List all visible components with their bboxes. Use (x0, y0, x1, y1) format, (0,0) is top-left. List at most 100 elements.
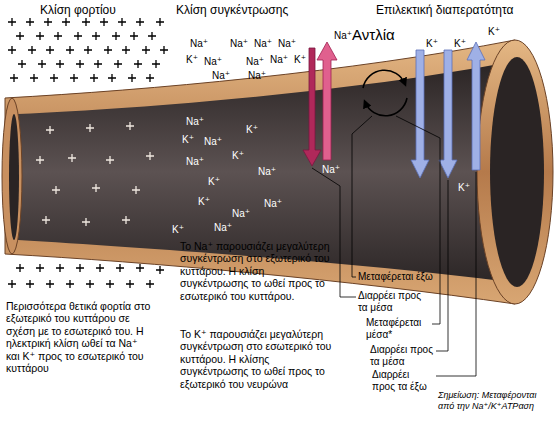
charge-plus (30, 74, 38, 82)
charge-plus (26, 280, 34, 288)
charge-plus (52, 186, 60, 194)
charge-plus (126, 280, 134, 288)
ion-label: Na⁺ (214, 222, 232, 234)
ion-label: K⁺ (186, 54, 198, 66)
callout-label: Διαρρέει προς τα μέσα (370, 344, 434, 368)
charge-plus (38, 60, 46, 68)
ion-label: K⁺ (182, 134, 194, 146)
ion-label: Na⁺ (248, 70, 266, 82)
charge-plus (152, 60, 160, 68)
description-text: Το K⁺ παρουσιάζει μεγαλύτερη συγκέντρωση… (180, 328, 335, 390)
sodium-channel-arrows (303, 42, 337, 166)
charge-plus (44, 18, 52, 26)
charge-plus (10, 74, 18, 82)
callout-label: Μεταφέρεται έξω (358, 271, 433, 283)
charge-plus (148, 32, 156, 40)
charge-plus (122, 216, 130, 224)
charge-plus (86, 280, 94, 288)
potassium-channel-arrows (411, 42, 485, 178)
sodium-in-arrow (303, 48, 321, 166)
charge-plus (134, 60, 142, 68)
charge-plus (136, 18, 144, 26)
sodium-out-arrow (317, 42, 337, 160)
charge-plus (114, 60, 122, 68)
charge-plus (90, 74, 98, 82)
ion-label: K⁺ (198, 196, 210, 208)
charge-plus (18, 60, 26, 68)
charge-plus (104, 46, 112, 54)
charge-plus (108, 74, 116, 82)
charge-plus (76, 264, 84, 272)
charge-plus (156, 18, 164, 26)
charge-plus (116, 264, 124, 272)
leader-line (352, 116, 372, 277)
charge-plus (112, 32, 120, 40)
charge-plus (146, 152, 154, 160)
charge-plus (46, 46, 54, 54)
charge-plus (26, 18, 34, 26)
leader-lines (312, 116, 476, 376)
charge-plus (46, 126, 54, 134)
charge-plus (160, 46, 168, 54)
ion-label: K⁺ (294, 54, 306, 66)
charge-plus (36, 156, 44, 164)
charge-plus (156, 266, 164, 274)
charge-signs (8, 18, 168, 288)
charge-plus (146, 280, 154, 288)
charge-plus (94, 60, 102, 68)
ion-label: Na⁺ (258, 166, 276, 178)
charge-plus (74, 32, 82, 40)
pump-arc (363, 70, 405, 88)
charge-plus (66, 46, 74, 54)
charge-plus (42, 216, 50, 224)
leader-line (436, 172, 476, 376)
ion-label: Na⁺ (186, 116, 204, 128)
charge-plus (16, 264, 24, 272)
ion-label: Na⁺ (254, 38, 272, 50)
charge-plus (50, 74, 58, 82)
leader-line (436, 180, 448, 351)
ion-label: Na⁺ (264, 198, 282, 210)
description-text: Το Na⁺ παρουσιάζει μεγαλύτερη συγκέντρωσ… (180, 240, 335, 302)
axon-cut-end (2, 98, 22, 254)
heading-label: Κλίση φορτίου (40, 3, 116, 17)
charge-plus (92, 32, 100, 40)
ion-label: Na⁺ (204, 136, 222, 148)
charge-plus (100, 18, 108, 26)
pump-arc (365, 98, 407, 116)
ion-label: Na⁺ (278, 38, 296, 50)
charge-plus (106, 280, 114, 288)
potassium-in-arrow (411, 50, 429, 178)
charge-plus (86, 124, 94, 132)
ion-label: Na⁺ (322, 164, 340, 176)
axon-end-rim (477, 40, 553, 304)
charge-plus (8, 46, 16, 54)
charge-plus (56, 60, 64, 68)
ion-label: Na⁺ (246, 56, 264, 68)
charge-plus (106, 156, 114, 164)
charge-plus (128, 74, 136, 82)
ion-label: Na⁺ (212, 70, 230, 82)
ion-label: Na⁺ (232, 208, 250, 220)
charge-plus (16, 32, 24, 40)
ion-label: K⁺ (172, 224, 184, 236)
ion-label: Na⁺ (230, 38, 248, 50)
charge-plus (142, 46, 150, 54)
ion-label: K⁺ (232, 150, 244, 162)
charge-plus (96, 264, 104, 272)
charge-plus (82, 218, 90, 226)
ion-label: Na⁺ (334, 30, 352, 42)
ion-label: Na⁺ (270, 54, 288, 66)
ion-label: K⁺ (246, 124, 258, 136)
axon-end-opening (490, 57, 544, 287)
callout-label: Διαρρέει προς τα έξω (372, 369, 434, 393)
footnote-text: Σημείωση: Μεταφέρονται από την Na⁺/K⁺ATP… (438, 390, 554, 411)
ion-label: Na⁺ (190, 38, 208, 50)
callout-label: Διαρρέει προς τα μέσα (358, 290, 430, 314)
ion-label: Na⁺ (204, 56, 222, 68)
potassium-out-arrow (467, 42, 485, 170)
charge-plus (92, 184, 100, 192)
charge-plus (70, 74, 78, 82)
charge-plus (76, 60, 84, 68)
